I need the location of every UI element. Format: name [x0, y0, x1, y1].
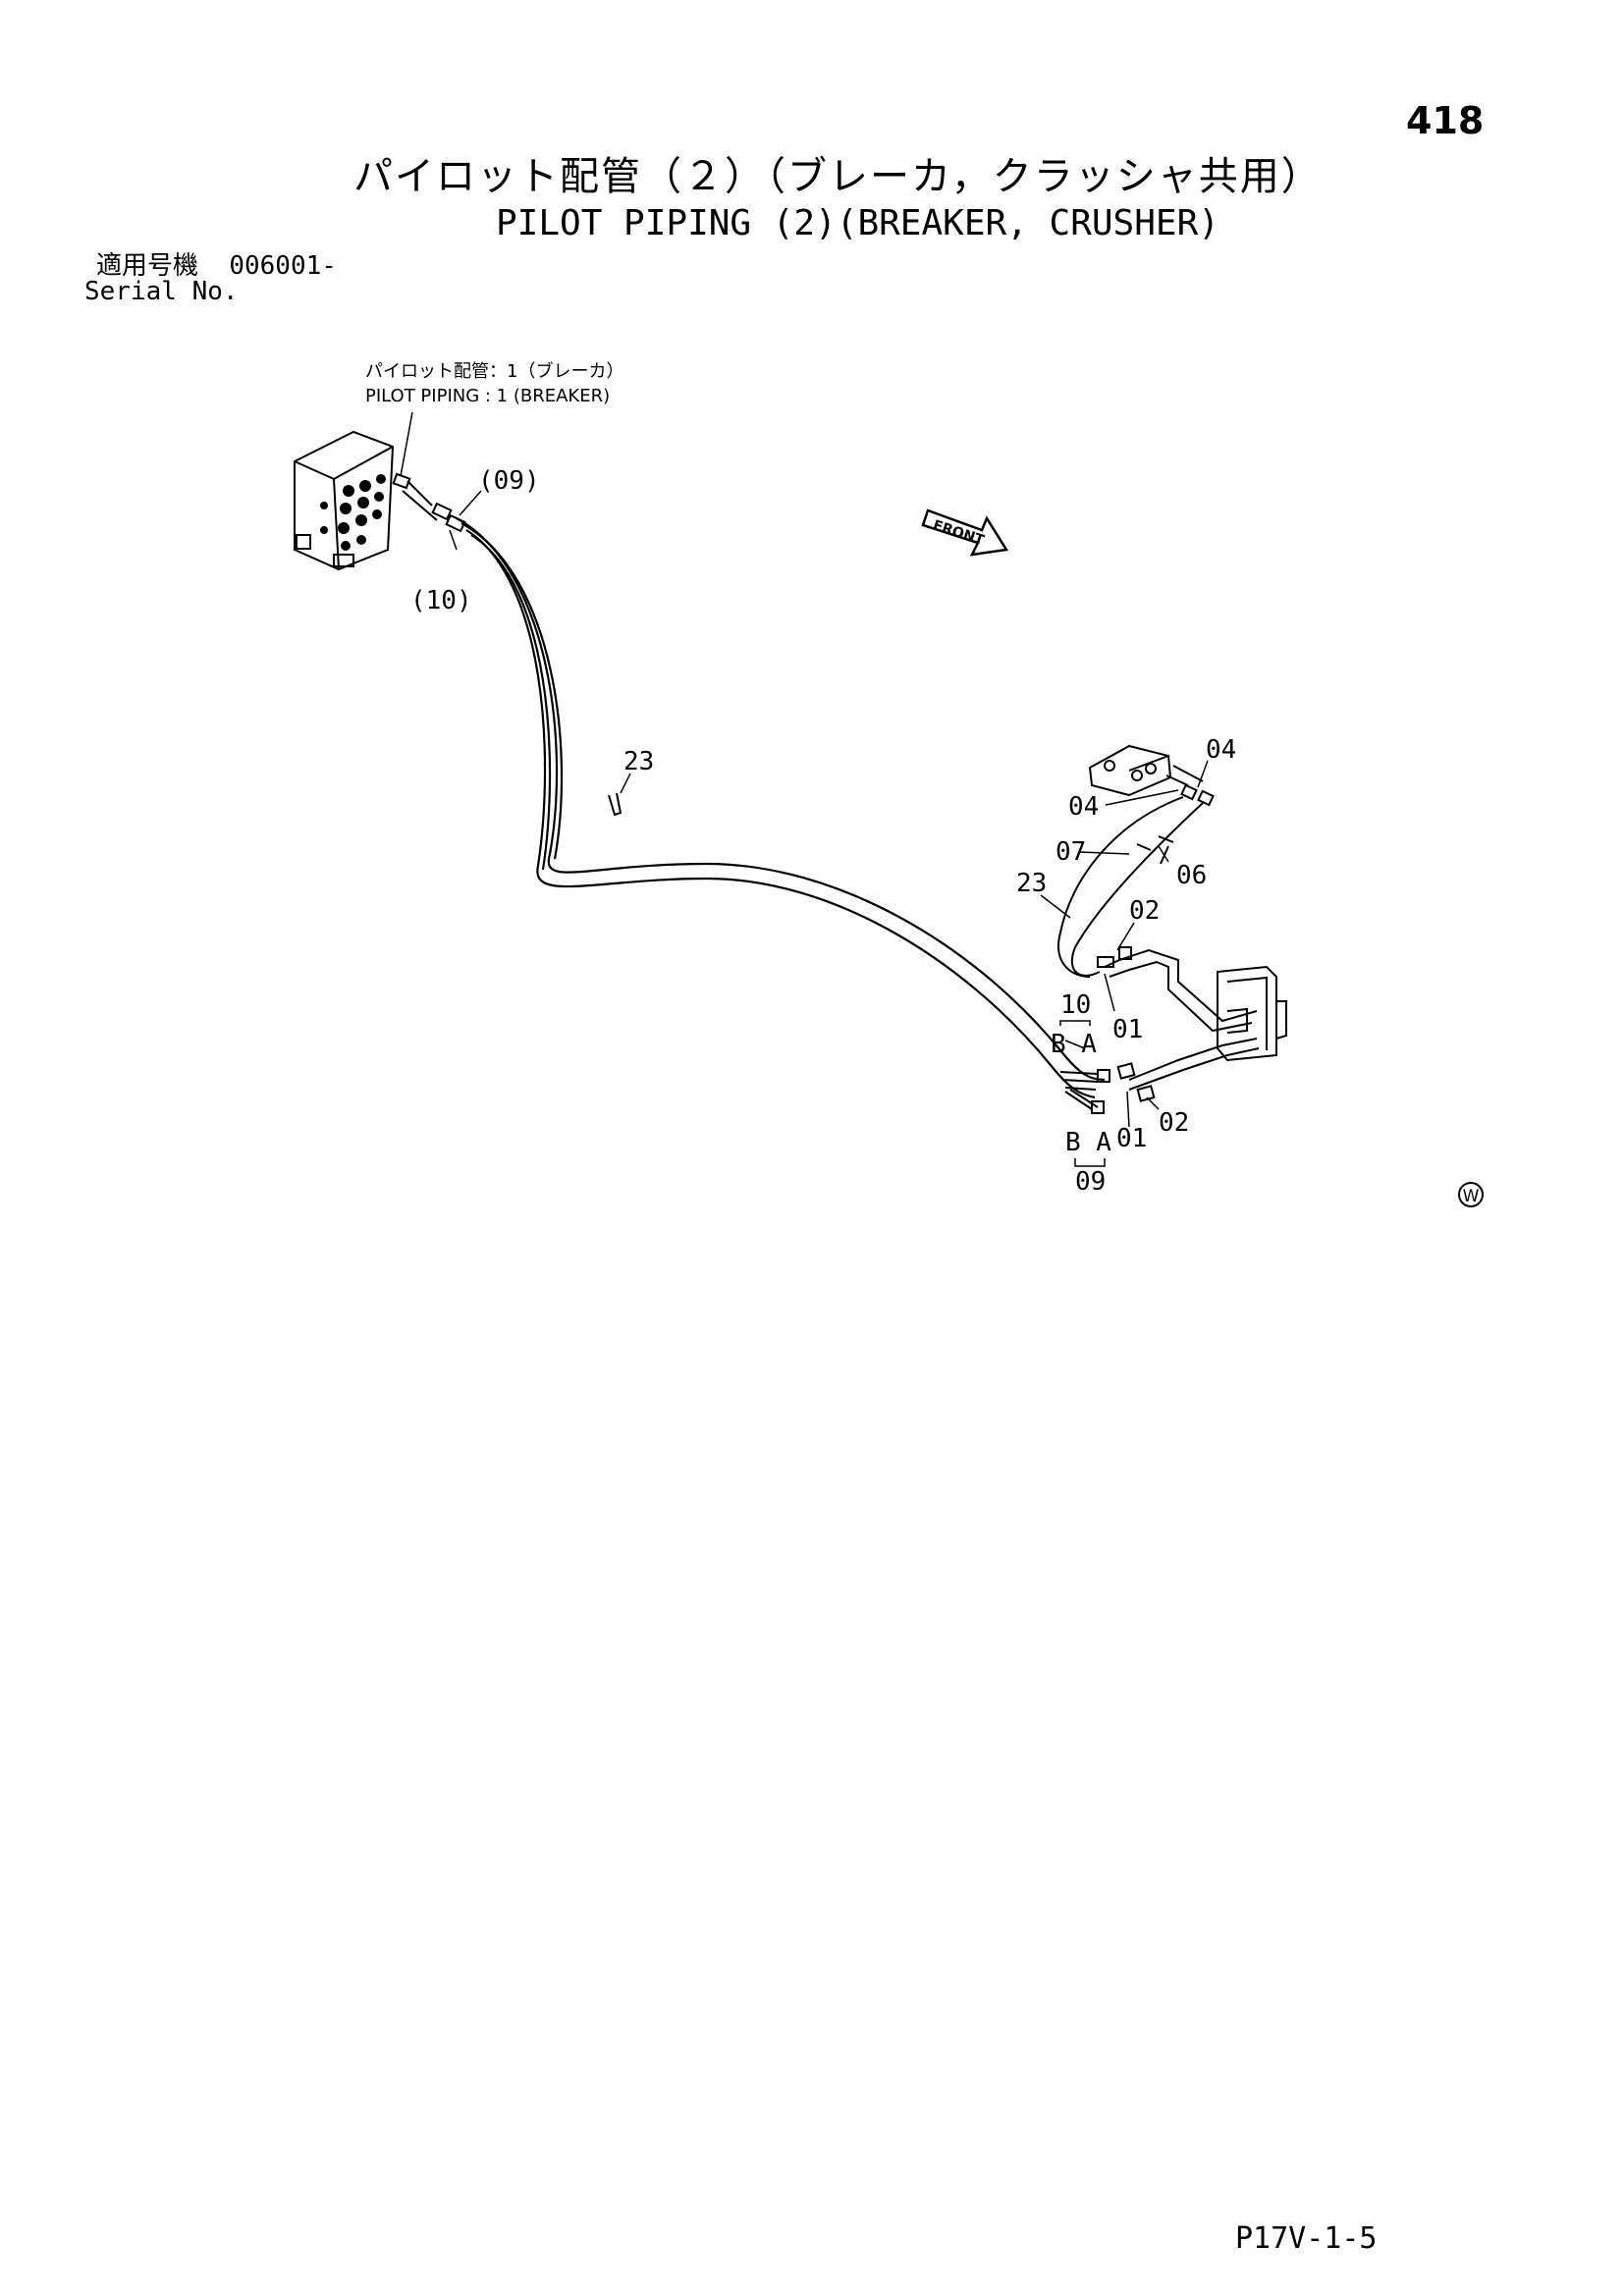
hose-end-fittings: [1059, 1069, 1110, 1114]
callout-04-top: 04: [1206, 735, 1236, 765]
long-pilot-hoses: [456, 517, 1106, 1099]
callout-ba-bottom: B A: [1065, 1128, 1111, 1157]
serial-label-english: Serial No.: [84, 277, 239, 306]
serial-value: 006001-: [229, 251, 337, 281]
callout-10-paren: (10): [410, 586, 472, 615]
reference-note-japanese: パイロット配管：1（ブレーカ）: [365, 361, 624, 382]
pilot-valve-block: [294, 430, 395, 571]
callout-06: 06: [1176, 861, 1207, 890]
callout-09: 09: [1075, 1167, 1106, 1197]
footer-drawing-code: P17V-1-5: [1235, 2221, 1378, 2256]
callout-23-right: 23: [1016, 869, 1047, 898]
page-title-japanese: パイロット配管（２）（ブレーカ，クラッシャ共用）: [353, 154, 1323, 199]
callout-10: 10: [1060, 990, 1091, 1020]
w-mark-letter: W: [1463, 1187, 1480, 1206]
serial-label-japanese: 適用号機 006001-: [96, 253, 337, 279]
reference-note-english: PILOT PIPING : 1 (BREAKER): [365, 386, 611, 406]
leader-lines: [400, 411, 1209, 1167]
front-arrow: FRONT: [921, 508, 1009, 557]
callout-02-bottom: 02: [1159, 1108, 1189, 1138]
pilot-piping-diagram: FRONT (09) (10) 23 04 04 07 06 23 02 01 …: [294, 411, 1484, 1207]
page-number: 418: [1406, 99, 1485, 142]
serial-label-jp: 適用号機: [96, 251, 199, 281]
page-title-english: PILOT PIPING (2)(BREAKER, CRUSHER): [496, 203, 1219, 243]
callout-ba-top: B A: [1051, 1030, 1097, 1059]
hose-clip: [608, 792, 623, 817]
steel-pipes: [1097, 946, 1260, 1102]
callout-04-left: 04: [1068, 792, 1099, 822]
callout-02-top: 02: [1129, 896, 1160, 926]
callout-01-top: 01: [1112, 1015, 1143, 1044]
control-valve-housing: [1217, 965, 1287, 1062]
selector-valve: [1088, 744, 1215, 807]
callout-09-paren: (09): [478, 466, 540, 496]
callout-23-mid: 23: [623, 747, 654, 776]
short-hoses: [1057, 796, 1204, 978]
valve-fittings: [392, 472, 466, 533]
callout-01-bottom: 01: [1116, 1124, 1147, 1153]
callout-07: 07: [1056, 837, 1086, 867]
w-mark: W: [1458, 1182, 1484, 1207]
